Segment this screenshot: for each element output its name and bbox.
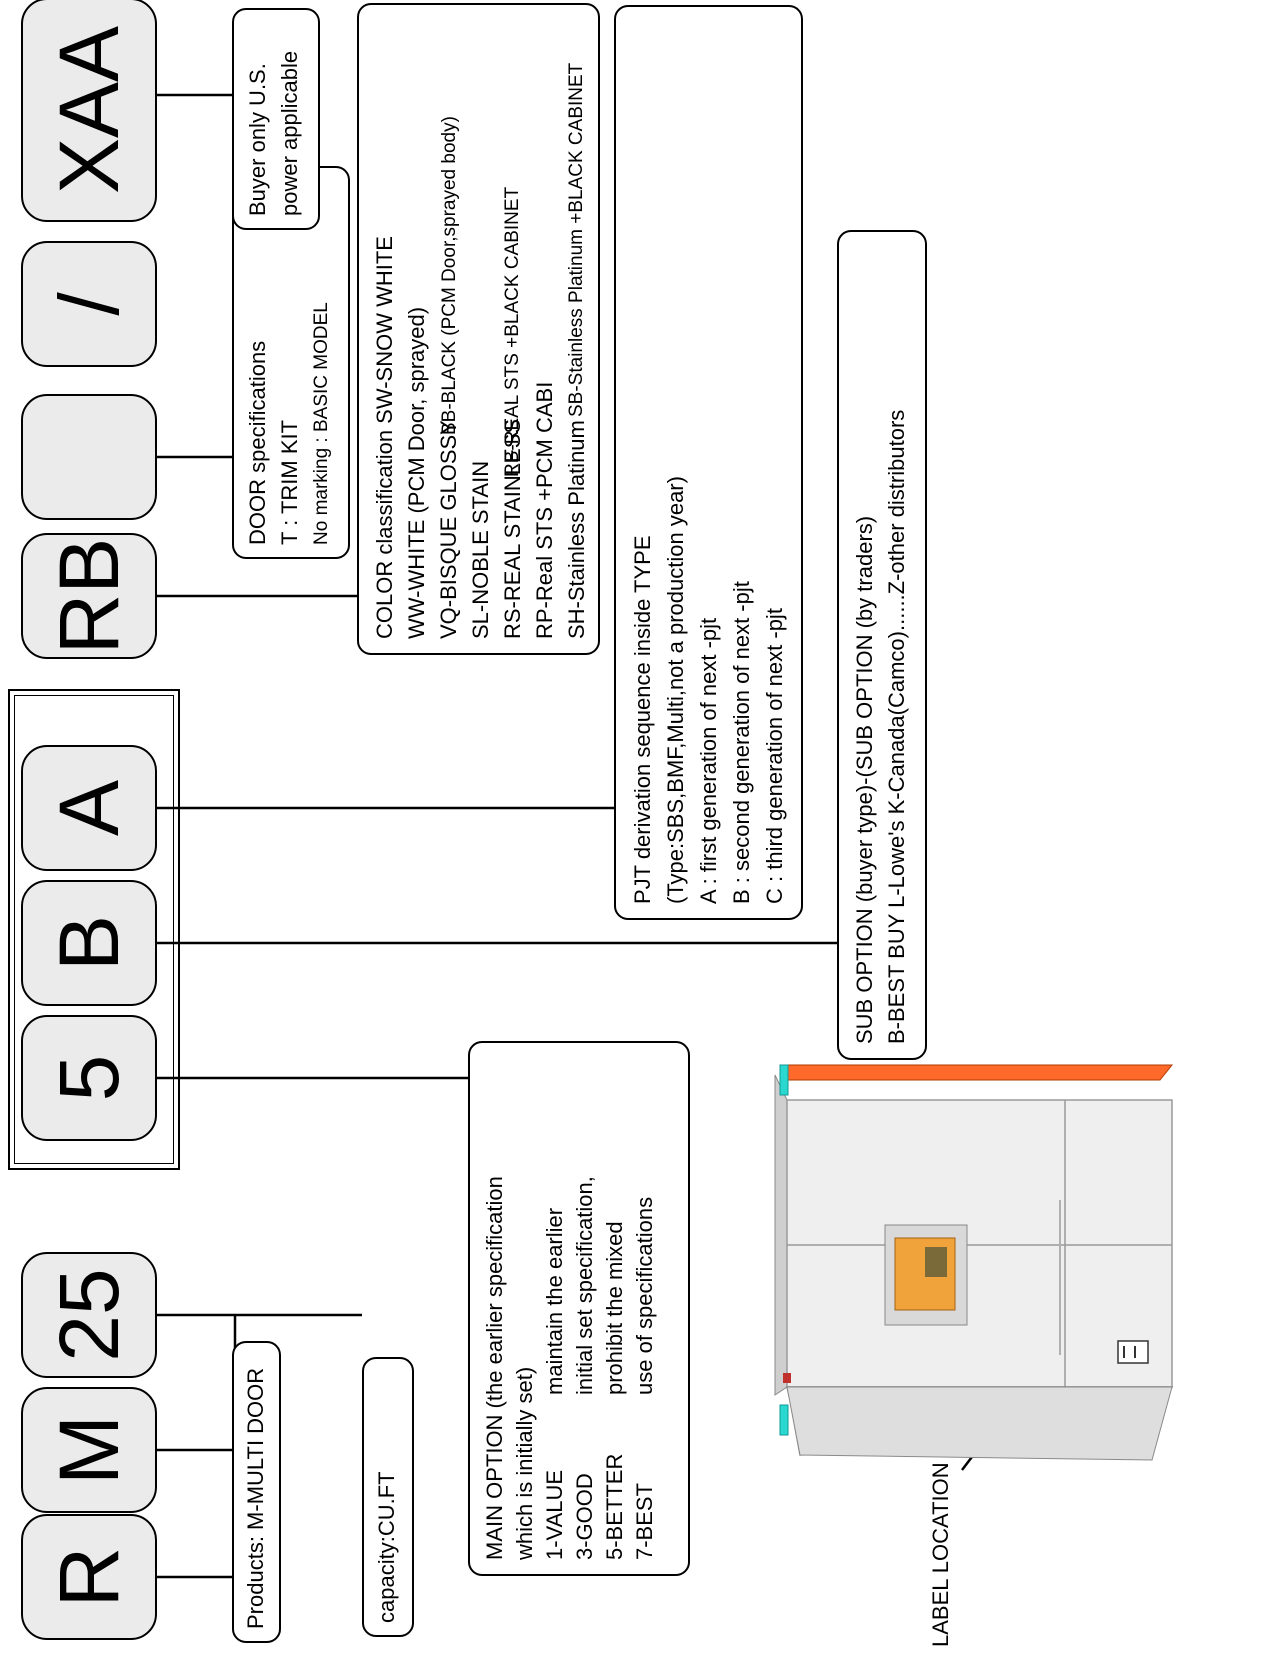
main-option-item: 7-BEST <box>632 1482 657 1560</box>
code-box-rb: RB <box>21 533 157 659</box>
color-item: SL-NOBLE STAIN <box>468 460 493 639</box>
code-box-5: 5 <box>21 1015 157 1141</box>
pjt-box: PJT derivation sequence inside TYPE (Typ… <box>614 5 803 920</box>
main-option-item: 1-VALUE <box>542 1469 567 1560</box>
door-spec-line: T : TRIM KIT <box>277 419 302 545</box>
code-box-xaa: XAA <box>21 0 157 222</box>
label-location-text: LABEL LOCATION <box>928 1462 953 1647</box>
color-box: COLOR classification SW-SNOW WHITE WW-WH… <box>357 3 600 655</box>
color-item: WW-WHITE (PCM Door, sprayed) <box>404 306 429 639</box>
code-box-25: 25 <box>21 1252 157 1378</box>
buyer-line: Buyer only U.S. <box>245 63 270 216</box>
main-option-desc: use of specifications <box>632 1196 657 1395</box>
color-item: RB-REAL STS +BLACK CABINET <box>502 186 523 477</box>
main-option-box: MAIN OPTION (the earlier specification w… <box>468 1041 690 1576</box>
code-box-slash: / <box>21 241 157 367</box>
sub-option-line-2: B-BEST BUY L-Lowe's K-Canada(Camco).....… <box>884 409 909 1044</box>
main-option-desc: initial set specification, <box>572 1176 597 1395</box>
main-option-title-1: MAIN OPTION (the earlier specification <box>482 1176 507 1560</box>
main-option-title-2: which is initially set) <box>512 1366 537 1560</box>
code-box-blank <box>21 394 157 520</box>
door-spec-line: No marking : BASIC MODEL <box>311 302 332 545</box>
main-option-item: 5-BETTER <box>602 1453 627 1560</box>
main-option-desc: maintain the earlier <box>542 1207 567 1395</box>
sub-option-line-1: SUB OPTION (buyer type)-(SUB OPTION (by … <box>852 515 877 1044</box>
capacity-text: capacity:CU.FT <box>374 1471 399 1623</box>
code-box-b: B <box>21 880 157 1006</box>
pjt-line: B : second generation of next -pjt <box>729 581 754 904</box>
buyer-box: Buyer only U.S. power applicable <box>232 8 320 230</box>
products-text: Products: M-MULTI DOOR <box>243 1367 268 1629</box>
main-option-desc: prohibit the mixed <box>602 1221 627 1395</box>
sub-option-box: SUB OPTION (buyer type)-(SUB OPTION (by … <box>837 230 927 1060</box>
pjt-line: C : third generation of next -pjt <box>762 608 787 904</box>
pjt-line: PJT derivation sequence inside TYPE <box>630 535 655 904</box>
capacity-box: capacity:CU.FT <box>362 1357 414 1637</box>
code-box-m: M <box>21 1387 157 1513</box>
color-item: RP-Real STS +PCM CABI <box>532 381 557 639</box>
main-option-item: 3-GOOD <box>572 1473 597 1560</box>
color-item: BB-BLACK (PCM Door,sprayed body) <box>439 116 460 435</box>
code-box-a: A <box>21 745 157 871</box>
color-title: COLOR classification SW-SNOW WHITE <box>372 236 397 639</box>
pjt-line: (Type:SBS,BMF,Multi,not a production yea… <box>663 476 688 904</box>
door-spec-line: DOOR specifications <box>245 340 270 545</box>
refrigerator-illustration <box>774 1064 1174 1461</box>
buyer-line: power applicable <box>277 50 302 216</box>
pjt-line: A : first generation of next -pjt <box>696 617 721 904</box>
color-item: SB-Stainless Platinum +BLACK CABINET <box>566 62 587 417</box>
products-box: Products: M-MULTI DOOR <box>232 1341 281 1643</box>
code-box-r: R <box>21 1514 157 1640</box>
